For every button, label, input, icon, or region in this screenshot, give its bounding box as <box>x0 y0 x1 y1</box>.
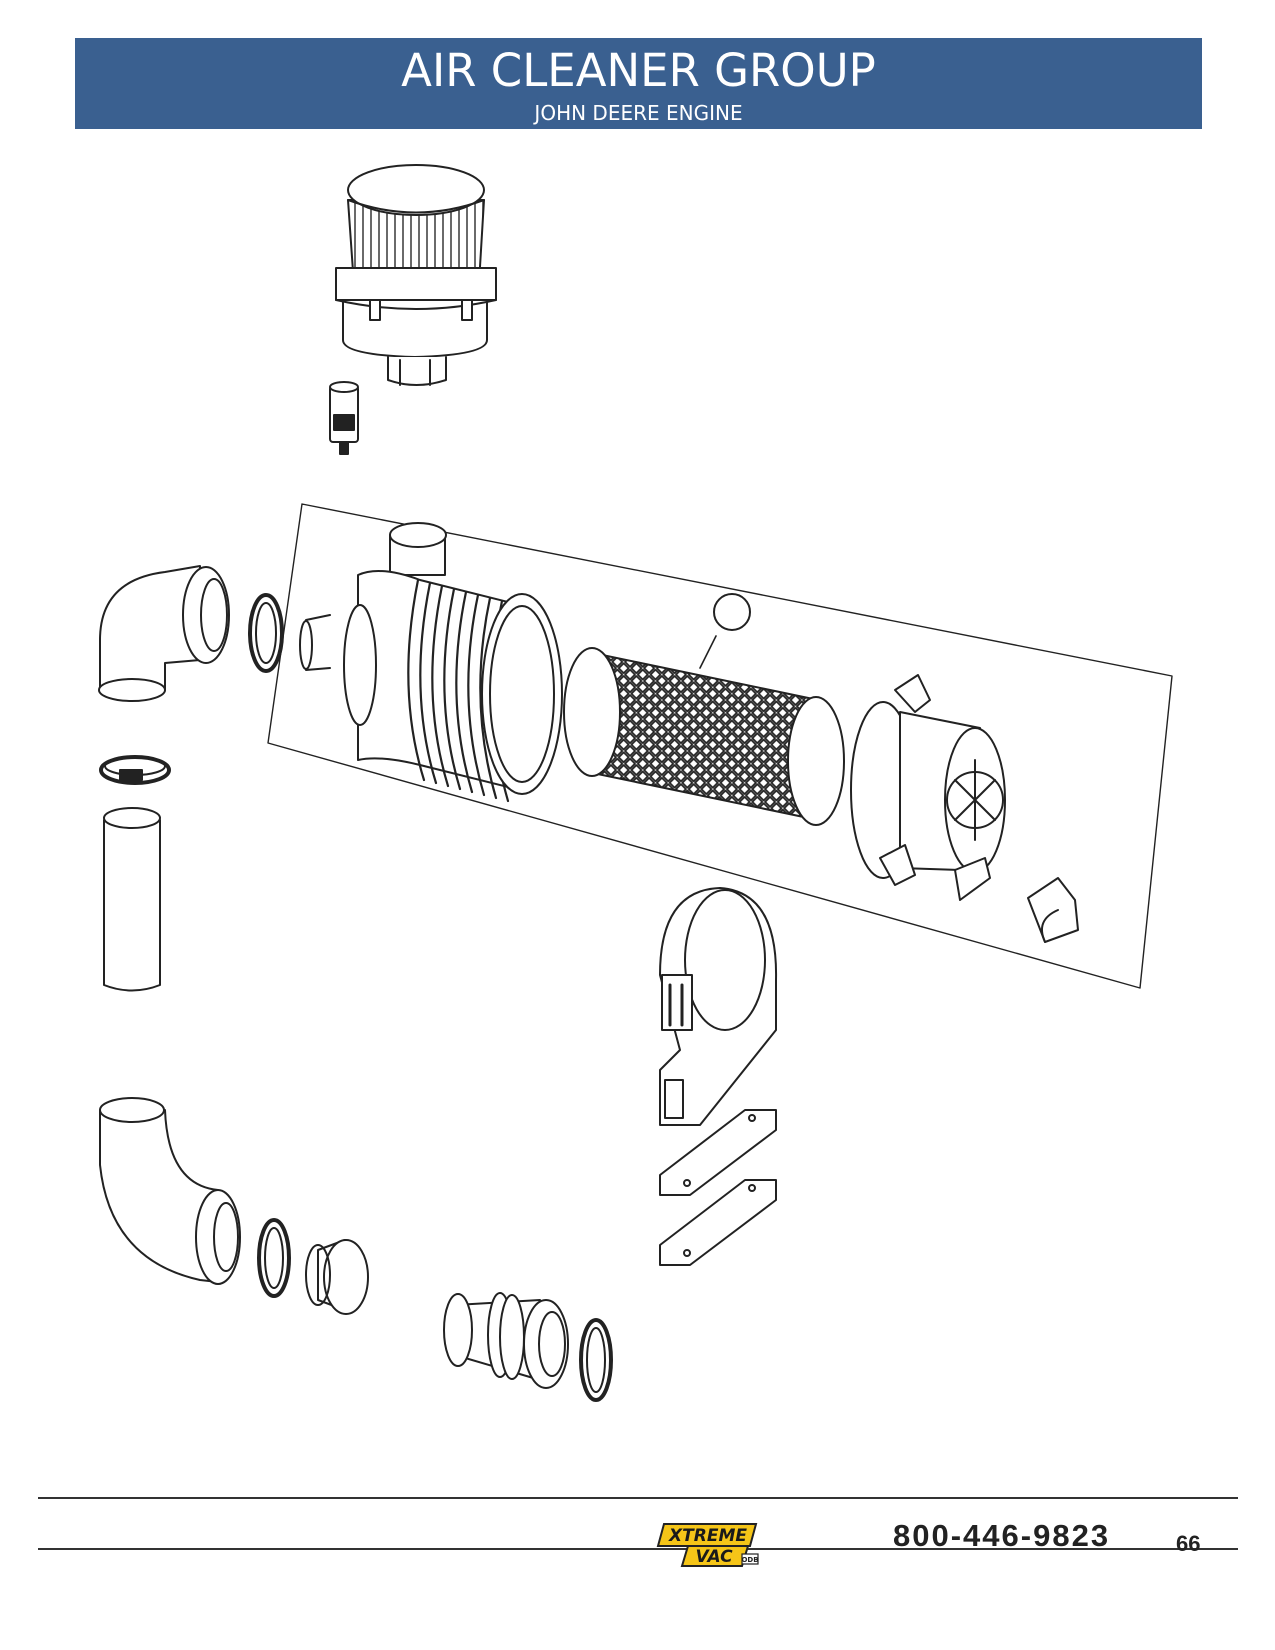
coupler-sleeve <box>305 1239 369 1315</box>
svg-text:ODB: ODB <box>741 1556 758 1564</box>
assembly-outline <box>267 503 1173 989</box>
upper-hose-clamp <box>248 593 284 673</box>
xtreme-vac-logo: XTREME VAC ODB <box>656 1523 759 1567</box>
page-number: 66 <box>1176 1531 1201 1556</box>
vacuator-valve <box>329 381 359 455</box>
middle-hose-clamp <box>99 755 171 785</box>
dust-valve-piece <box>1027 877 1079 943</box>
svg-text:XTREME: XTREME <box>668 1526 747 1546</box>
precleaner-cap <box>335 164 497 386</box>
lower-elbow <box>99 1097 241 1285</box>
straight-tube <box>103 807 161 992</box>
footer-rule-bottom <box>38 1548 1238 1550</box>
header-banner: AIR CLEANER GROUP JOHN DEERE ENGINE <box>75 38 1202 129</box>
callout-bubble <box>713 593 751 631</box>
air-cleaner-housing <box>299 522 563 803</box>
filter-element <box>563 635 845 826</box>
page-title: AIR CLEANER GROUP <box>401 44 876 97</box>
air-cleaner-cover <box>850 674 1006 901</box>
spacer-plates <box>659 1109 777 1266</box>
footer-rule-top <box>38 1497 1238 1499</box>
upper-elbow <box>98 565 230 702</box>
svg-text:VAC: VAC <box>695 1547 733 1567</box>
reducer-hose-clamp <box>579 1318 613 1402</box>
mounting-band-bracket <box>659 887 778 1126</box>
phone-number: 800-446-9823 <box>893 1518 1111 1553</box>
reducer-fitting <box>443 1292 569 1389</box>
page-subtitle: JOHN DEERE ENGINE <box>534 101 743 125</box>
lower-hose-clamp <box>257 1218 291 1298</box>
